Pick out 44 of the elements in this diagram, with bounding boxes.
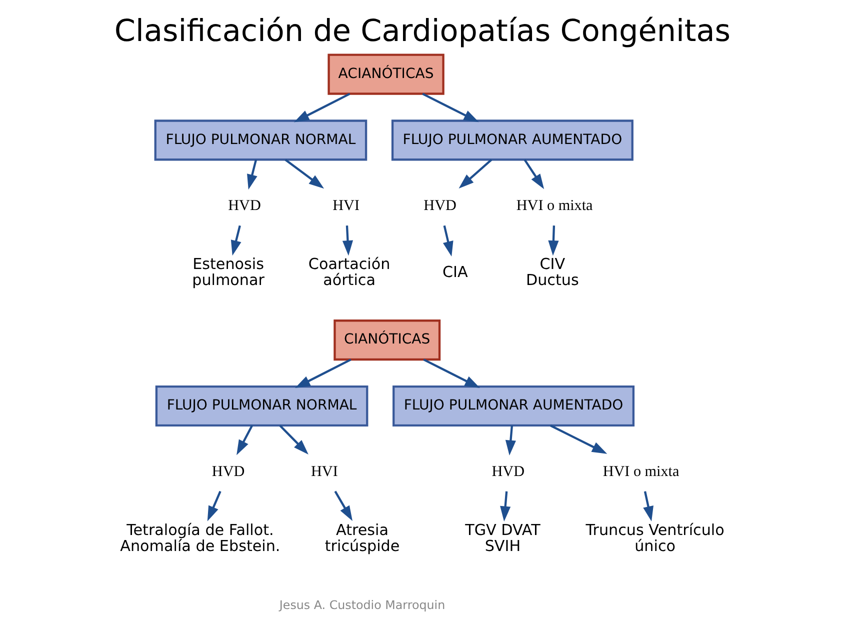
node-text: HVI xyxy=(332,198,359,214)
arrow xyxy=(500,491,510,522)
label: Jesus A. Custodio Marroquin xyxy=(278,598,445,612)
arrow xyxy=(442,225,453,257)
arrow xyxy=(246,159,257,190)
node-text: CIA xyxy=(442,263,468,282)
node-box: FLUJO PULMONAR AUMENTADO xyxy=(390,120,633,161)
arrow xyxy=(236,425,253,456)
node-text: TGV DVAT SVIH xyxy=(464,520,540,555)
arrow xyxy=(548,226,558,256)
arrow xyxy=(206,490,221,522)
arrow xyxy=(642,491,653,522)
node-text: Truncus Ventrículo único xyxy=(585,520,724,555)
node-text: Atresia tricúspide xyxy=(324,520,400,555)
node-text: Coartación aórtica xyxy=(308,254,390,290)
node-box: CIANÓTICAS xyxy=(333,320,440,361)
node-text: CIV Ductus xyxy=(525,254,578,290)
arrow xyxy=(549,424,607,454)
node-text: HVI o mixta xyxy=(602,464,679,480)
node-text: Estenosis pulmonar xyxy=(192,254,264,290)
arrow xyxy=(230,225,241,256)
node-box: FLUJO PULMONAR NORMAL xyxy=(154,120,367,161)
arrow xyxy=(504,425,516,456)
node-box: FLUJO PULMONAR AUMENTADO xyxy=(392,385,634,426)
node-text: HVD xyxy=(423,198,456,214)
arrow xyxy=(294,358,351,388)
arrow xyxy=(523,159,544,190)
arrow xyxy=(334,490,352,522)
arrow xyxy=(422,92,478,122)
node-box: ACIANÓTICAS xyxy=(327,54,444,95)
arrow xyxy=(458,158,492,189)
node-box: FLUJO PULMONAR NORMAL xyxy=(154,385,368,426)
diagram-title: Clasificación de Cardiopatías Congénitas xyxy=(114,14,730,50)
node-text: HVD xyxy=(228,198,260,214)
arrow xyxy=(284,158,324,189)
node-text: HVI xyxy=(310,464,338,480)
arrow xyxy=(293,92,350,122)
arrow xyxy=(278,424,308,454)
node-text: HVD xyxy=(491,464,524,480)
node-text: Tetralogía de Fallot. Anomalía de Ebstein. xyxy=(120,520,280,555)
arrow xyxy=(422,358,480,388)
node-text: HVI o mixta xyxy=(516,198,592,214)
arrow xyxy=(342,226,353,256)
node-text: HVD xyxy=(211,464,244,480)
